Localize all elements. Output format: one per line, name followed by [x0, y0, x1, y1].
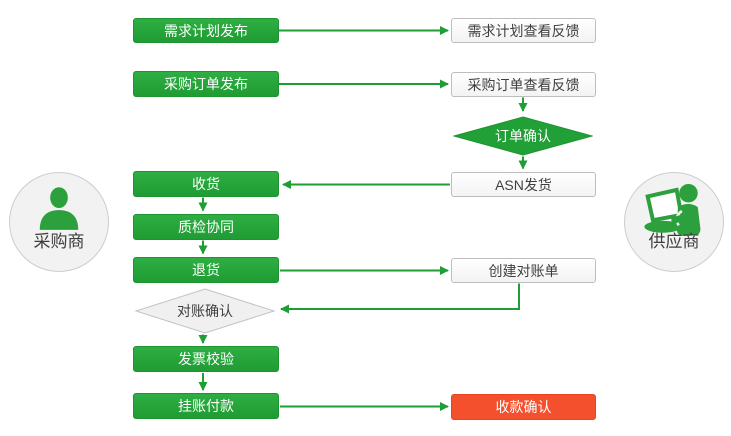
diamond-label: 订单确认 [495, 128, 551, 144]
flow-node-create-statement: 创建对账单 [451, 258, 596, 283]
flow-node-invoice-verification: 发票校验 [133, 346, 279, 372]
flow-node-quality-inspection: 质检协同 [133, 214, 279, 240]
diamond-shape [134, 288, 276, 334]
flow-node-purchase-order-release: 采购订单发布 [133, 71, 279, 97]
flow-node-return-goods: 退货 [133, 257, 279, 283]
flow-node-purchase-order-feedback: 采购订单查看反馈 [451, 72, 596, 97]
buyer-actor: 采购商 [9, 172, 109, 272]
person-icon [10, 182, 108, 234]
person-laptop-icon [625, 182, 723, 236]
flow-node-order-confirm: 订单确认 [452, 116, 594, 156]
flow-node-reconciliation-confirm: 对账确认 [134, 288, 276, 334]
supplier-label: 供应商 [648, 232, 700, 251]
buyer-label: 采购商 [33, 232, 85, 251]
arrow-statement-to-reconcile [280, 283, 520, 314]
supplier-actor: 供应商 [624, 172, 724, 272]
flow-node-book-payment: 挂账付款 [133, 393, 279, 419]
flow-node-receipt-confirm: 收款确认 [451, 394, 596, 420]
flow-node-demand-plan-release: 需求计划发布 [133, 18, 279, 43]
diamond-shape [452, 116, 594, 156]
flow-node-demand-plan-feedback: 需求计划查看反馈 [451, 18, 596, 43]
flow-node-receive-goods: 收货 [133, 171, 279, 197]
flow-node-asn-shipment: ASN发货 [451, 172, 596, 197]
diamond-label: 对账确认 [177, 303, 233, 319]
